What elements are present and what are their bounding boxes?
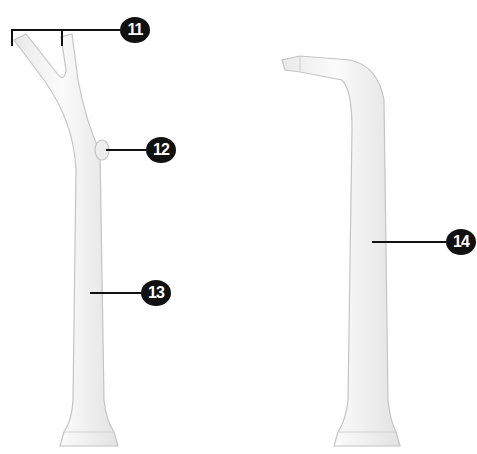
- base-ring: [338, 432, 396, 433]
- leader-lines: [12, 30, 446, 293]
- forked-nozzle: [14, 34, 118, 446]
- callout-number: 14: [446, 229, 476, 255]
- angled-nozzle: [282, 56, 400, 446]
- callout-number: 12: [146, 137, 176, 163]
- callout-number: 11: [120, 17, 150, 43]
- callout-number: 13: [141, 280, 171, 306]
- base-ring: [64, 432, 114, 433]
- tip-joint: [300, 56, 301, 72]
